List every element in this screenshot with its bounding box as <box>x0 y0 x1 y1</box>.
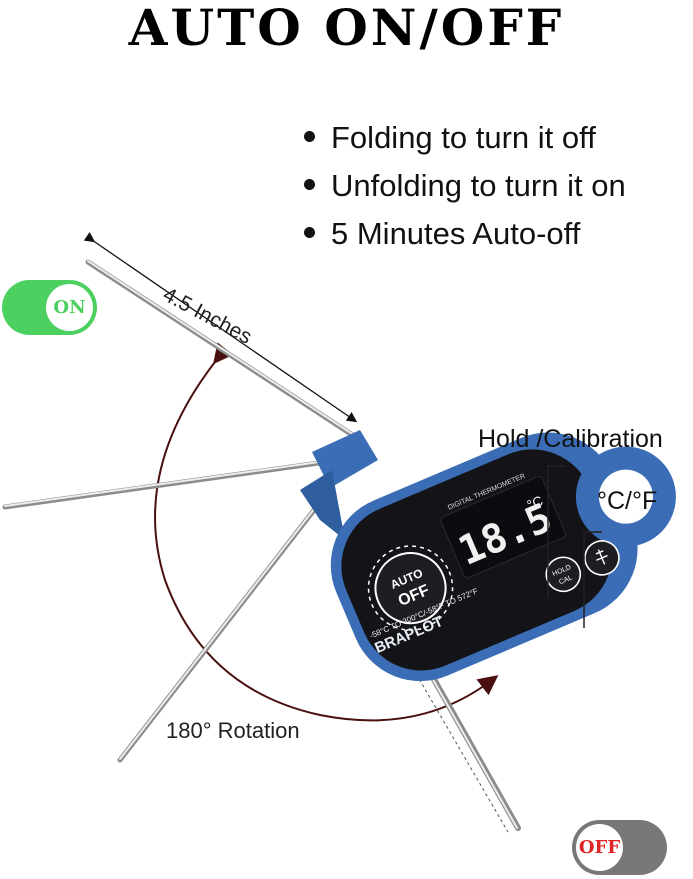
hold-button-label-bottom: CAL <box>558 574 573 586</box>
unit-label: °C/°F <box>597 487 658 515</box>
list-item: 5 Minutes Auto-off <box>304 210 626 258</box>
probe-upper <box>85 259 363 443</box>
length-arrow <box>83 232 358 423</box>
thermometer-body: AUTO OFF DIGITAL THERMOMETER 18.5 °C BRA… <box>330 432 676 682</box>
unit-callout-line <box>583 531 602 628</box>
hold-calibration-label: Hold /Calibration <box>478 425 663 453</box>
thermometer-icon <box>595 549 608 565</box>
hold-callout-line <box>547 465 565 598</box>
off-toggle-switch[interactable]: OFF <box>572 820 667 875</box>
toggle-on-label: ON <box>53 297 86 318</box>
hinge-lower <box>300 470 345 540</box>
feature-list: Folding to turn it off Unfolding to turn… <box>304 114 626 258</box>
bullet-icon <box>304 179 315 191</box>
rotation-arc <box>154 342 499 722</box>
rotation-label: 180° Rotation <box>166 718 300 743</box>
list-item: Unfolding to turn it on <box>304 162 626 210</box>
bullet-icon <box>304 131 315 143</box>
page-title: AUTO ON/OFF <box>128 0 565 57</box>
toggle-knob: OFF <box>576 824 623 871</box>
list-item: Folding to turn it off <box>304 114 626 162</box>
probe-horizontal <box>2 459 329 510</box>
unit-symbol: °C <box>525 492 546 513</box>
toggle-off-label: OFF <box>578 837 621 858</box>
probe-diagonal <box>117 502 321 763</box>
